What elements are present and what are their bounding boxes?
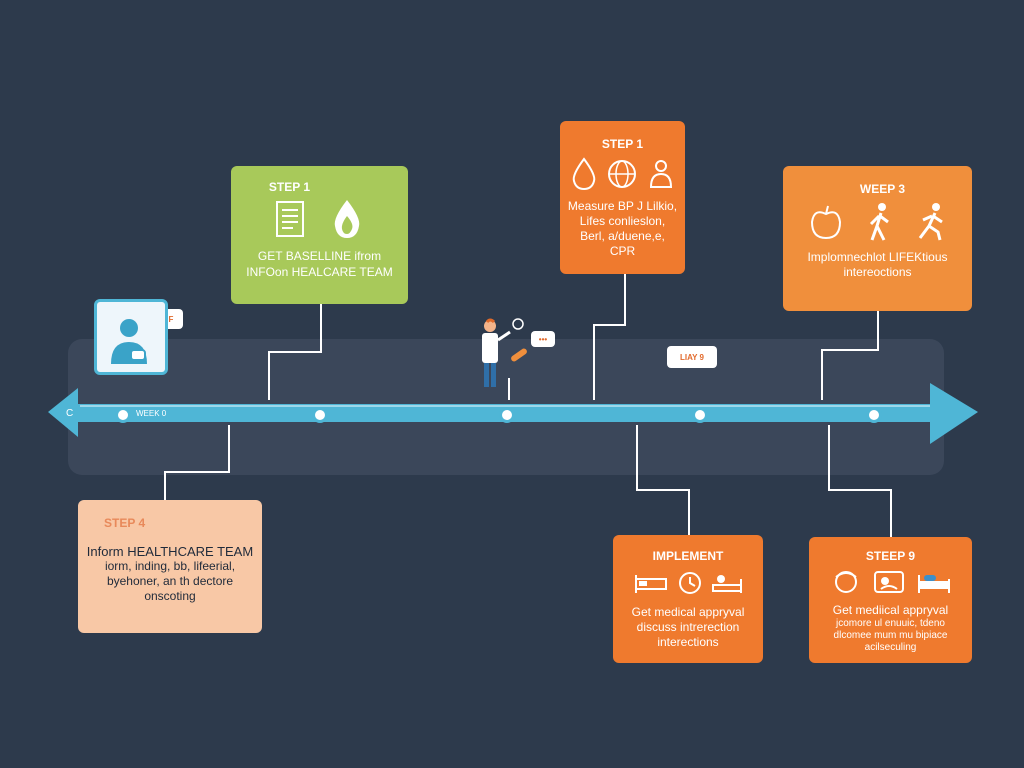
weep3-card[interactable]: WEEP 3 Implomnechlot LIFEKtious intereoc… [783, 166, 972, 311]
drop-icon [572, 157, 595, 191]
steep9-line3: dlcomee mum mu bipiace [833, 630, 948, 641]
walking-icon [869, 203, 889, 241]
step1-line1: GET BASELLINE ifrom [257, 249, 382, 263]
steep9-line1: Get mediical appryval [832, 603, 949, 617]
step-label: STEP 1 [268, 180, 311, 194]
weep3-line2: intereoctions [843, 265, 912, 279]
step1-line2: INFOon HEALCARE TEAM [246, 265, 393, 279]
step-label: STEP 1 [601, 137, 644, 151]
doctor-icon [472, 318, 538, 392]
step1-measure-line2: Lifes conlieslon, [579, 214, 666, 228]
implement-line2: discuss intrerection [636, 620, 740, 634]
implement-line3: interections [657, 635, 719, 649]
weep3-line1: Implomnechlot LIFEKtious [807, 250, 948, 264]
steep9-line2: jcomore ul enuuic, tdeno [836, 618, 945, 629]
clock-icon [679, 572, 701, 594]
step4-line2: iorm, inding, bb, lifeerial, [104, 559, 236, 573]
timeline-node-2[interactable] [312, 407, 328, 423]
callout-top: LIAY 9 [667, 346, 717, 368]
step-label: IMPLEMENT [652, 549, 724, 563]
implement-card[interactable]: IMPLEMENT Get medical appryval discuss i… [613, 535, 763, 663]
timeline-week-label: WEEK 0 [136, 409, 167, 418]
step1-measure-line4: CPR [609, 244, 636, 258]
step1-measure-card[interactable]: STEP 1 Measure BP J Lilkio, Lifes conlie… [560, 121, 685, 274]
step4-line4: onscoting [144, 589, 196, 603]
steep9-card[interactable]: STEEP 9 Get mediical appryval jcomore ul… [809, 537, 972, 663]
step1-baseline-card[interactable]: STEP 1 GET BASELLINE ifrom INFOon HEALCA… [231, 166, 408, 304]
timeline-node-1[interactable] [115, 407, 131, 423]
timeline-node-3[interactable] [499, 407, 515, 423]
callout-doctor: ••• [531, 331, 555, 347]
timeline-node-5[interactable] [866, 407, 882, 423]
step-label: WEEP 3 [859, 182, 906, 196]
person-scale-icon [649, 160, 672, 188]
step4-line3: byehoner, an th dectore [106, 574, 234, 588]
globe-icon [607, 160, 636, 188]
document-icon [275, 201, 304, 237]
step1-measure-line3: Berl, a/duene,e, [580, 229, 665, 243]
apple-icon [810, 205, 841, 240]
step4-card[interactable]: STEP 4 Inform HEALTHCARE TEAM iorm, indi… [78, 500, 262, 633]
flame-drop-icon [334, 200, 359, 238]
bed-icon [873, 571, 904, 593]
patient-icon [712, 575, 742, 593]
step-label: STEP 4 [104, 516, 146, 530]
step4-line1: Inform HEALTHCARE TEAM [86, 544, 254, 559]
implement-line1: Get medical appryval [631, 605, 745, 619]
bed-icon [635, 575, 667, 593]
timeline-node-4[interactable] [692, 407, 708, 423]
face-icon [834, 571, 857, 593]
user-avatar-icon[interactable] [94, 299, 168, 375]
running-icon [918, 203, 943, 241]
step1-measure-line1: Measure BP J Lilkio, [567, 199, 678, 213]
sleep-icon [917, 575, 950, 593]
steep9-line4: acilseculing [864, 642, 917, 653]
timeline-start-label: C [66, 408, 74, 419]
step-label: STEEP 9 [865, 549, 916, 563]
